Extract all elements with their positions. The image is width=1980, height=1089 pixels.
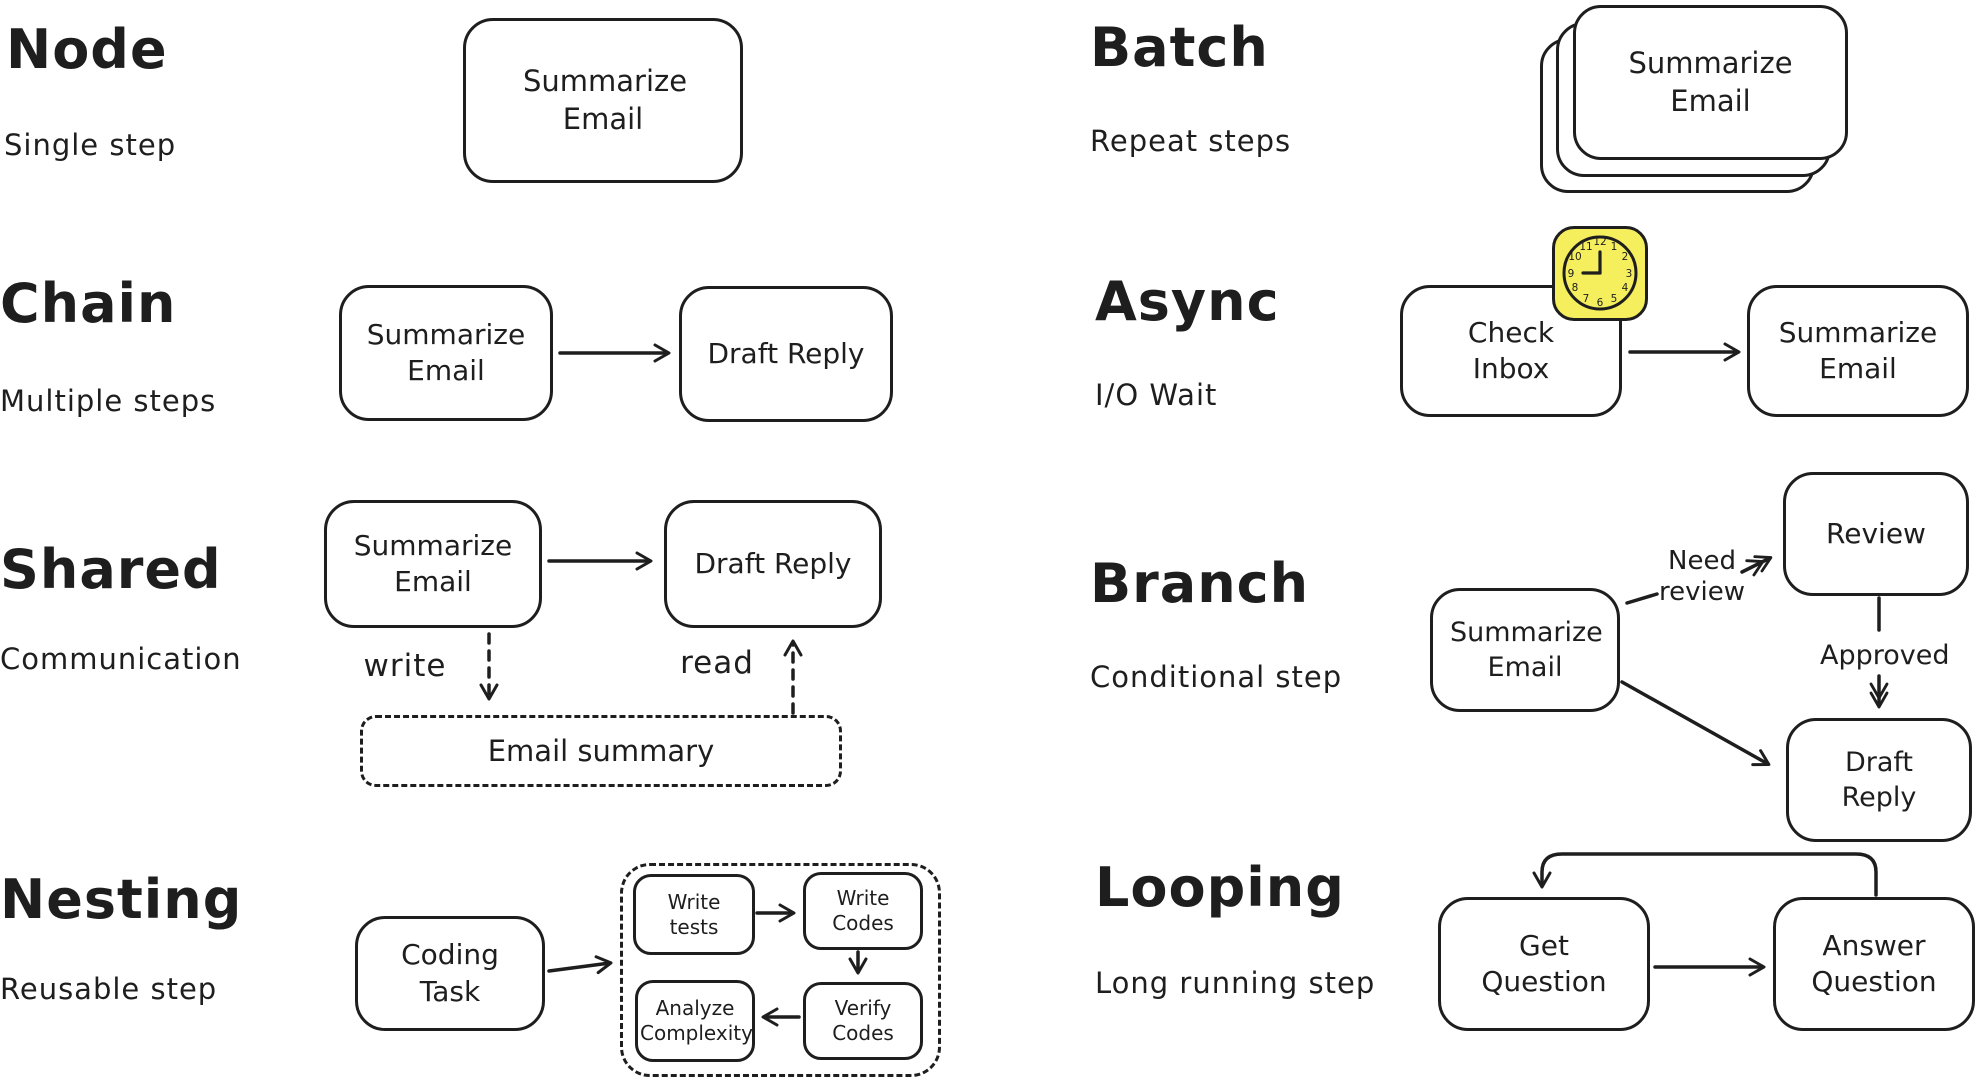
clock-number: 10 xyxy=(1568,251,1581,263)
branch-step-review: Review xyxy=(1783,472,1969,596)
clock-number: 9 xyxy=(1568,268,1575,280)
looping-section-subtitle: Long running step xyxy=(1095,966,1376,1000)
async-step-check-inbox: Check Inbox xyxy=(1400,285,1622,417)
clock-number: 7 xyxy=(1583,293,1590,305)
looping-loopback-arrow xyxy=(1532,852,1878,897)
step-label: Summarize Email xyxy=(366,317,526,387)
clock-number: 6 xyxy=(1597,297,1604,309)
clock-face: 1 2 3 4 5 6 7 8 9 10 11 12 xyxy=(1562,235,1638,311)
nesting-main-arrow xyxy=(547,955,613,975)
step-label: Verify Codes xyxy=(832,996,894,1045)
async-section-title: Async xyxy=(1095,270,1280,333)
step-label: Review xyxy=(1826,516,1926,550)
step-label: Coding Task xyxy=(401,938,499,1008)
nesting-step-analyze-complexity: Analyze Complexity xyxy=(635,980,755,1062)
nesting-step-verify-codes: Verify Codes xyxy=(803,982,923,1060)
chain-step-summarize-email: Summarize Email xyxy=(339,285,553,421)
looping-section-title: Looping xyxy=(1095,856,1345,919)
nesting-step-write-codes: Write Codes xyxy=(803,872,923,950)
step-label: Write tests xyxy=(667,889,721,939)
step-label: Summarize Email xyxy=(523,63,688,136)
node-section-subtitle: Single step xyxy=(4,128,177,162)
shared-step-draft-reply: Draft Reply xyxy=(664,500,882,628)
step-label: Check Inbox xyxy=(1467,315,1555,385)
clock-number: 5 xyxy=(1611,293,1618,305)
chain-step-draft-reply: Draft Reply xyxy=(679,286,893,422)
node-step-summarize-email: Summarize Email xyxy=(463,18,743,183)
branch-section-subtitle: Conditional step xyxy=(1090,660,1343,694)
clock-number: 11 xyxy=(1579,241,1592,253)
batch-section-subtitle: Repeat steps xyxy=(1090,124,1292,158)
nesting-group-boundary xyxy=(620,863,941,1077)
looping-step-answer-question: Answer Question xyxy=(1773,897,1975,1031)
nesting-step-write-tests: Write tests xyxy=(633,874,755,955)
chain-section-subtitle: Multiple steps xyxy=(0,384,217,418)
shared-read-label: read xyxy=(680,645,754,681)
clock-number: 2 xyxy=(1622,251,1629,263)
branch-approved-label: Approved xyxy=(1820,640,1950,671)
chain-section-title: Chain xyxy=(0,272,177,335)
step-label: Draft Reply xyxy=(1841,746,1917,813)
clock-number: 1 xyxy=(1611,241,1618,253)
shared-section-subtitle: Communication xyxy=(0,642,242,676)
store-label: Email summary xyxy=(487,734,715,768)
branch-section-title: Branch xyxy=(1090,552,1310,615)
batch-step-summarize-email: Summarize Email xyxy=(1573,5,1848,160)
nesting-section-title: Nesting xyxy=(0,868,243,931)
looping-step-get-question: Get Question xyxy=(1438,897,1650,1031)
async-step-summarize-email: Summarize Email xyxy=(1747,285,1969,417)
step-label: Get Question xyxy=(1481,928,1607,998)
clock-number: 12 xyxy=(1593,236,1606,248)
clock-icon: 1 2 3 4 5 6 7 8 9 10 11 12 xyxy=(1552,226,1648,321)
branch-step-draft-reply: Draft Reply xyxy=(1786,718,1972,842)
shared-step-summarize-email: Summarize Email xyxy=(324,500,542,628)
clock-number: 3 xyxy=(1626,268,1633,280)
async-section-subtitle: I/O Wait xyxy=(1095,378,1218,412)
shared-write-label: write xyxy=(363,648,447,684)
node-section-title: Node xyxy=(6,18,168,81)
nesting-section-subtitle: Reusable step xyxy=(0,972,218,1006)
clock-number: 8 xyxy=(1572,282,1579,294)
step-label: Draft Reply xyxy=(694,546,852,580)
shared-section-title: Shared xyxy=(0,538,222,601)
branch-direct-arrow xyxy=(1620,680,1771,767)
step-label: Write Codes xyxy=(832,886,894,935)
branch-need-review-label: Need review xyxy=(1659,546,1745,608)
nesting-step-coding-task: Coding Task xyxy=(355,916,545,1031)
step-label: Draft Reply xyxy=(707,336,865,370)
batch-section-title: Batch xyxy=(1090,16,1269,79)
clock-number: 4 xyxy=(1622,282,1629,294)
step-label: Summarize Email xyxy=(1778,315,1938,385)
step-label: Analyze Complexity xyxy=(640,996,753,1045)
step-label: Summarize Email xyxy=(1628,45,1793,118)
step-label: Summarize Email xyxy=(353,528,513,598)
step-label: Answer Question xyxy=(1811,928,1937,998)
branch-step-summarize-email: Summarize Email xyxy=(1430,588,1620,712)
step-label: Summarize Email xyxy=(1450,616,1603,683)
shared-store-email-summary: Email summary xyxy=(360,715,842,787)
